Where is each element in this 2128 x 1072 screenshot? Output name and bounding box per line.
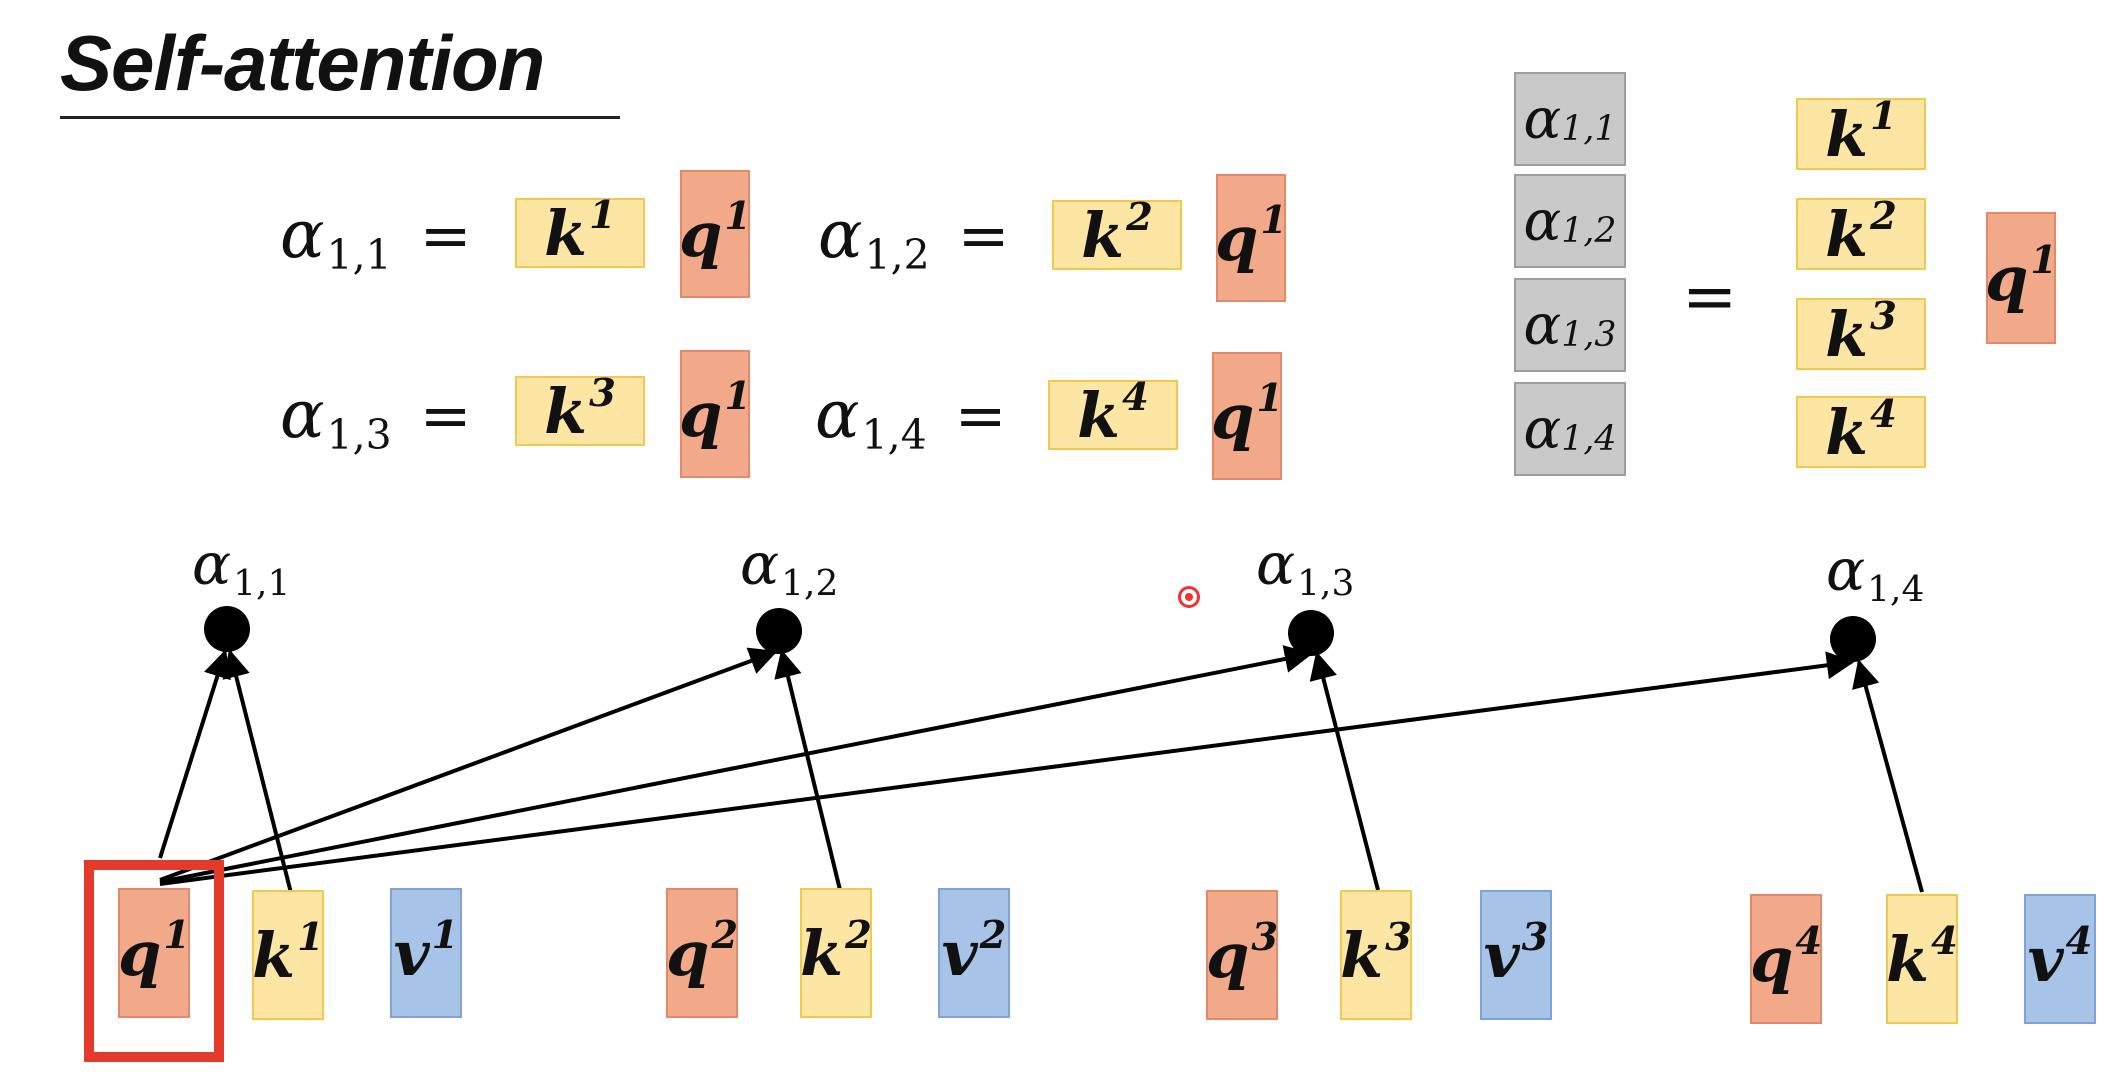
alpha-label-2: α1,2	[740, 530, 839, 604]
alpha-node-1	[204, 606, 250, 652]
alpha-node-2	[756, 608, 802, 654]
equation-alpha-1-2: α1,2=	[818, 196, 1010, 280]
pointer-indicator	[1178, 586, 1200, 608]
arrow-k4-to-alpha14	[1852, 659, 1924, 893]
arrow-q1-to-alpha12	[159, 647, 778, 882]
alpha-label-3: α1,3	[1256, 530, 1355, 604]
arrow-q1-to-alpha14	[159, 651, 1855, 886]
arrow-k3-to-alpha13	[1309, 651, 1380, 891]
arrow-q1-to-alpha11	[158, 649, 231, 859]
arrow-k2-to-alpha12	[774, 649, 842, 891]
equation-alpha-1-3: α1,3=	[280, 376, 472, 460]
alpha-label-1: α1,1	[192, 530, 291, 604]
matrix-equals: =	[1682, 258, 1738, 335]
equation-alpha-1-4: α1,4=	[815, 376, 1007, 460]
arrow-q1-to-alpha13	[159, 645, 1313, 884]
equation-alpha-1-1: α1,1=	[280, 196, 472, 280]
query-1-highlight	[84, 860, 224, 1062]
alpha-node-3	[1288, 610, 1334, 656]
alpha-node-4	[1830, 616, 1876, 662]
alpha-label-4: α1,4	[1826, 536, 1925, 610]
title-underline	[60, 116, 620, 119]
slide-title: Self-attention	[60, 19, 545, 107]
